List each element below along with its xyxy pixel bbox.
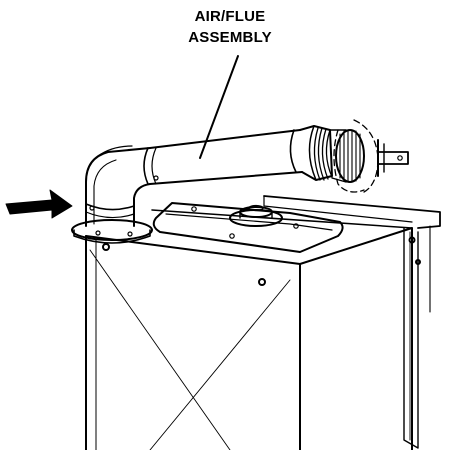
flue-pipe <box>149 129 303 185</box>
mounting-bracket <box>263 195 441 449</box>
flue-terminal <box>299 119 409 193</box>
label-line-1: AIR/FLUE <box>194 8 266 25</box>
flue-elbow <box>85 145 159 227</box>
direction-arrow-icon <box>5 189 73 219</box>
leader-line <box>199 55 239 159</box>
air-flue-assembly-label: AIR/FLUE ASSEMBLY <box>160 6 300 48</box>
label-line-2: ASSEMBLY <box>188 29 272 46</box>
top-cover-plate <box>152 202 344 253</box>
flange-plate <box>71 219 153 244</box>
